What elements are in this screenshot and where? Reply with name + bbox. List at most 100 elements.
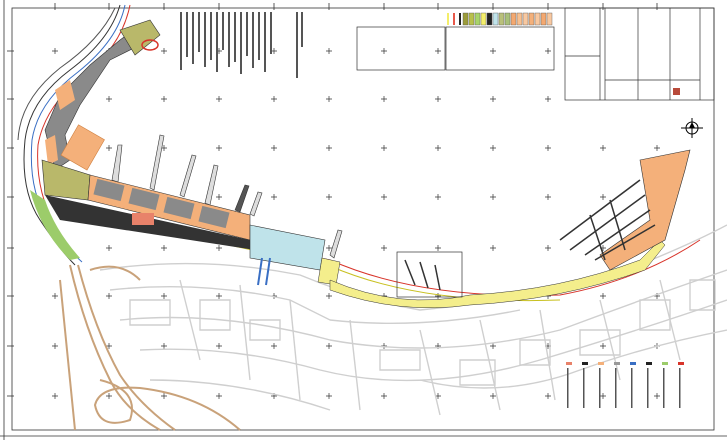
grid-cross xyxy=(545,194,551,200)
legend-swatch xyxy=(534,12,541,26)
orange-building xyxy=(132,213,154,225)
legend-table-2 xyxy=(445,26,555,71)
legend-swatch xyxy=(546,12,553,26)
blue-channel xyxy=(257,257,271,286)
grid-cross xyxy=(435,245,441,251)
grid-cross xyxy=(326,96,332,102)
grid-cross xyxy=(545,393,551,399)
legend-text-line xyxy=(599,368,601,408)
legend-swatch xyxy=(522,12,529,26)
yellow-zone xyxy=(317,257,341,286)
grid-cross xyxy=(654,393,660,399)
legend-swatch xyxy=(504,12,511,26)
red-turntable xyxy=(141,39,159,51)
notes-text-block xyxy=(180,12,303,78)
legend-symbol xyxy=(678,362,684,365)
legend-table-1 xyxy=(356,26,446,71)
north-terminal xyxy=(119,19,161,56)
grid-cross xyxy=(435,194,441,200)
grid-cross xyxy=(216,293,222,299)
ruler-ticks xyxy=(7,3,658,397)
grid-cross xyxy=(106,96,112,102)
legend-symbol xyxy=(630,362,636,365)
grid-cross xyxy=(600,194,606,200)
legend-text-line xyxy=(567,368,569,408)
grid-cross xyxy=(271,96,277,102)
grid-cross xyxy=(326,245,332,251)
grid-cross xyxy=(161,343,167,349)
legend-swatch xyxy=(540,12,547,26)
finger-piers xyxy=(111,134,343,259)
title-block xyxy=(564,7,715,101)
warehouse-blocks xyxy=(93,178,230,229)
grid-cross xyxy=(490,343,496,349)
legend-symbol xyxy=(662,362,668,365)
legend-swatch xyxy=(462,12,469,26)
grid-cross xyxy=(381,96,387,102)
grid-cross xyxy=(106,343,112,349)
grid-cross xyxy=(435,145,441,151)
grid-cross xyxy=(271,194,277,200)
grid-cross xyxy=(161,245,167,251)
grid-cross xyxy=(271,145,277,151)
grid-cross xyxy=(600,145,606,151)
grid-cross xyxy=(161,393,167,399)
legend-swatches xyxy=(447,12,553,26)
grid-cross xyxy=(490,48,496,54)
grid-cross xyxy=(216,245,222,251)
north-arrow-icon xyxy=(681,118,703,138)
grid-cross xyxy=(435,293,441,299)
legend-swatch xyxy=(453,13,455,25)
legend-swatch xyxy=(528,12,535,26)
city-blocks xyxy=(99,224,727,416)
grid-cross xyxy=(435,96,441,102)
legend-swatch xyxy=(486,12,493,26)
grid-cross xyxy=(216,343,222,349)
grid-cross xyxy=(216,393,222,399)
east-pontoons xyxy=(559,179,656,261)
grid-cross xyxy=(381,393,387,399)
legend-swatch xyxy=(459,13,461,25)
legend-text-line xyxy=(647,368,649,408)
grid-cross xyxy=(600,393,606,399)
legend-symbol xyxy=(582,362,588,365)
coastal-promenade xyxy=(329,239,666,309)
legend-text-line xyxy=(663,368,665,408)
grid-cross xyxy=(545,48,551,54)
legend-symbol xyxy=(614,362,620,365)
grid-cross xyxy=(600,293,606,299)
grid-cross xyxy=(326,293,332,299)
grid-cross xyxy=(326,48,332,54)
legend-swatch xyxy=(447,13,449,25)
grid-cross xyxy=(545,145,551,151)
grid-cross xyxy=(381,48,387,54)
grid-cross xyxy=(490,393,496,399)
title-block-logo xyxy=(673,88,680,95)
legend-symbol xyxy=(598,362,604,365)
grid-cross xyxy=(490,145,496,151)
legend-swatch xyxy=(468,12,475,26)
orange-dock-hatched xyxy=(60,124,105,171)
grid-cross xyxy=(435,48,441,54)
grid-cross xyxy=(326,194,332,200)
lower-legend xyxy=(566,362,684,408)
north-quay-orange xyxy=(45,80,75,165)
legend-swatch xyxy=(480,12,487,26)
grid-cross xyxy=(106,145,112,151)
grid-cross xyxy=(490,96,496,102)
grid-cross xyxy=(52,293,58,299)
grid-cross xyxy=(106,393,112,399)
grid-cross xyxy=(654,145,660,151)
grid-cross xyxy=(600,343,606,349)
grid-cross xyxy=(216,194,222,200)
legend-swatch xyxy=(498,12,505,26)
grid-cross xyxy=(381,145,387,151)
grid-cross xyxy=(490,245,496,251)
legend-symbol xyxy=(566,362,572,365)
grid-cross xyxy=(161,48,167,54)
legend-swatch xyxy=(510,12,517,26)
grid-cross xyxy=(490,194,496,200)
grid-cross xyxy=(326,343,332,349)
legend-swatch xyxy=(516,12,523,26)
